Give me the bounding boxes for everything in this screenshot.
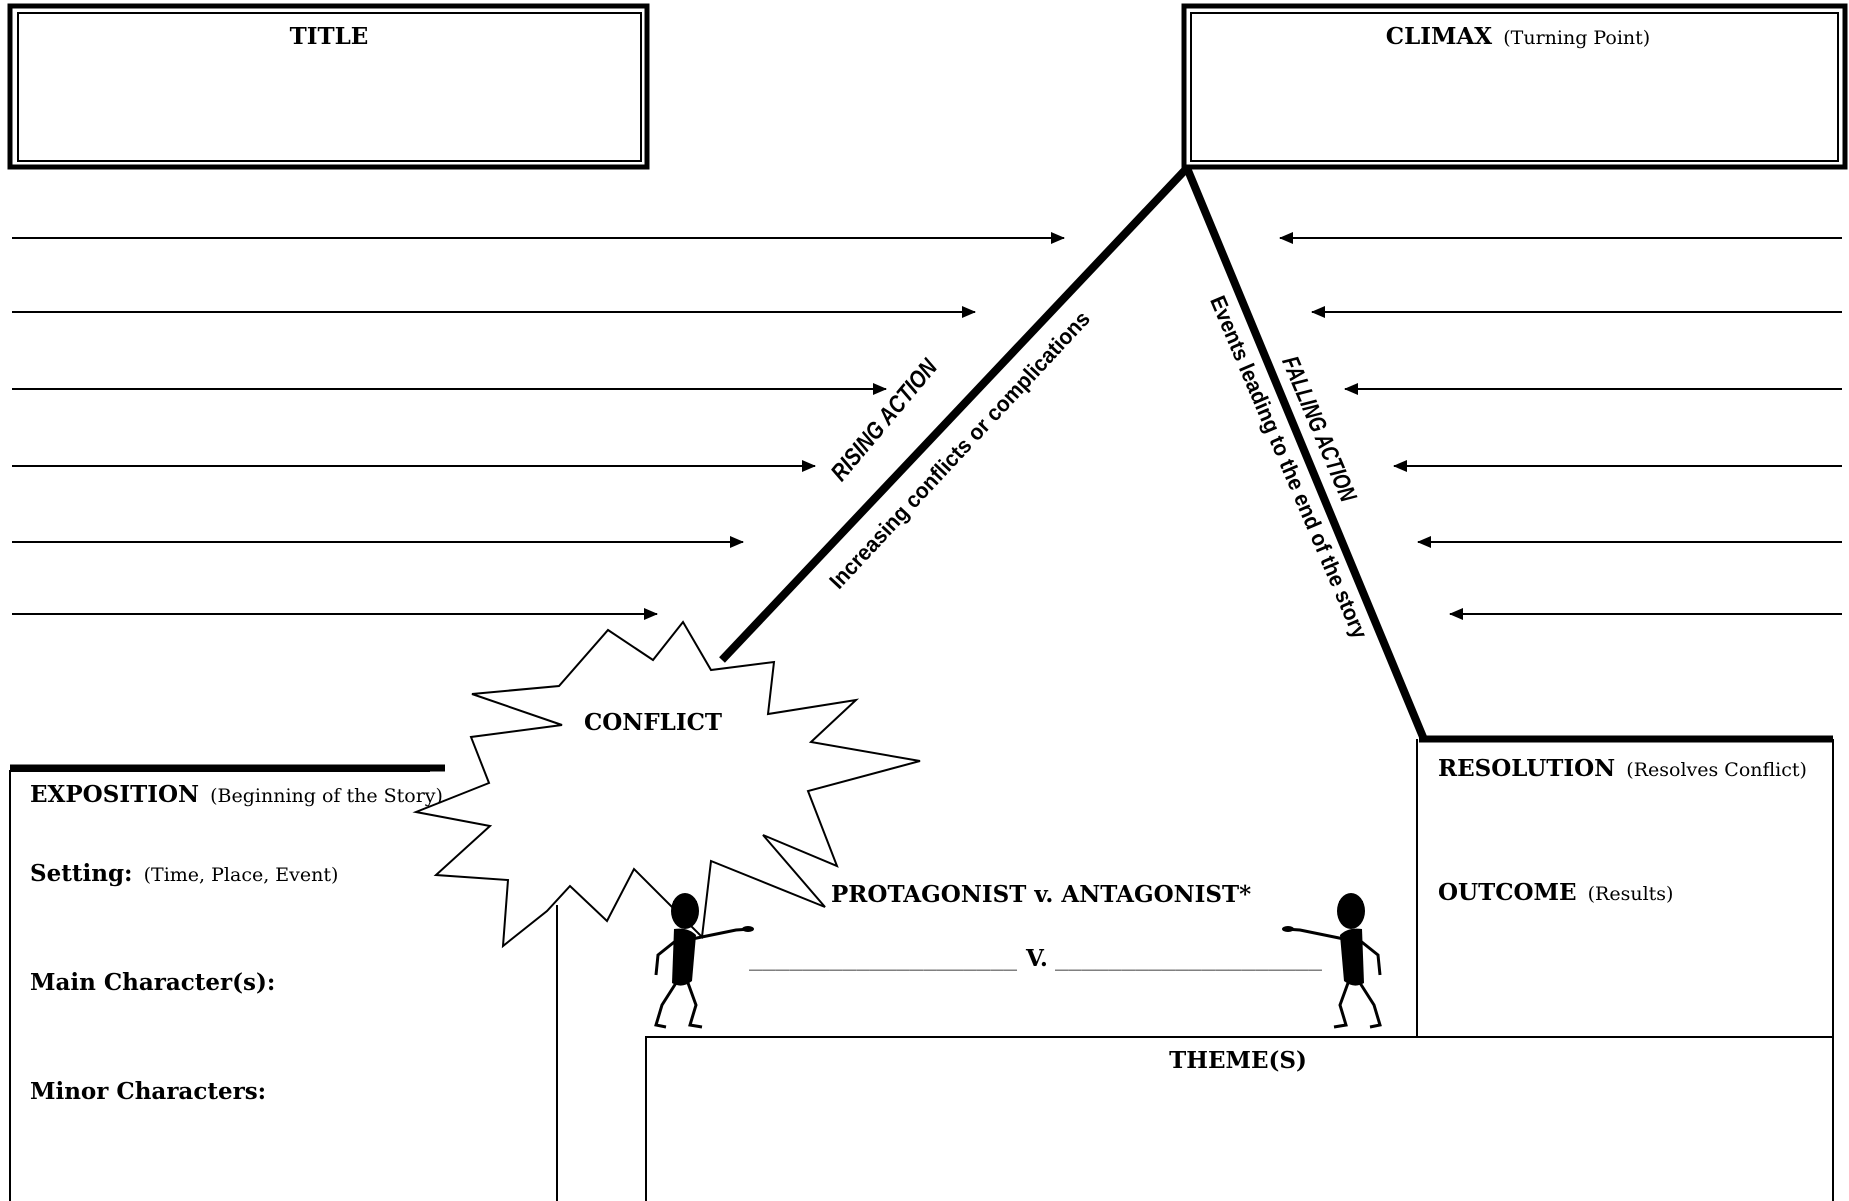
falling-action-plot-line [1183, 166, 1427, 739]
versus-label: V. [1025, 945, 1048, 972]
rising-action-label: RISING ACTION [826, 354, 943, 487]
exposition-sublabel: (Beginning of the Story) [210, 785, 443, 807]
title-box[interactable]: TITLE [7, 3, 650, 170]
exposition-label: EXPOSITION [30, 781, 199, 808]
theme-box[interactable]: THEME(S) [645, 1036, 1833, 1201]
rising-action-lines [12, 232, 1065, 620]
svg-text:RESOLUTION (Resolves Con: RESOLUTION (Resolves Conflict) [1438, 755, 1807, 782]
climax-label: CLIMAX [1386, 23, 1493, 50]
minor-characters-label: Minor Characters: [30, 1078, 266, 1105]
svg-text:CLIMAX (Turning Point): CLIMAX (Turning Point) [1386, 23, 1650, 50]
resolution-sublabel: (Resolves Conflict) [1626, 759, 1807, 781]
theme-label: THEME(S) [1169, 1047, 1307, 1074]
climax-box[interactable]: CLIMAX (Turning Point) [1181, 3, 1848, 170]
title-label: TITLE [290, 23, 369, 50]
outcome-label: OUTCOME [1438, 879, 1577, 906]
resolution-label: RESOLUTION [1438, 755, 1615, 782]
falling-action-lines [1279, 232, 1842, 620]
conflict-label: CONFLICT [584, 709, 722, 736]
exposition-box[interactable]: EXPOSITION (Beginning of the Story) Sett… [9, 764, 558, 1201]
resolution-box[interactable]: RESOLUTION (Resolves Conflict) OUTCOME (… [1416, 735, 1834, 1201]
main-characters-label: Main Character(s): [30, 969, 275, 996]
setting-sublabel: (Time, Place, Event) [144, 864, 339, 886]
right-figure-icon [1282, 893, 1382, 1029]
rising-action-plot-line [719, 165, 1190, 663]
protagonist-antagonist-section: PROTAGONIST v. ANTAGONIST* _____________… [749, 881, 1322, 972]
setting-label: Setting: [30, 860, 133, 887]
left-figure-icon [654, 893, 754, 1029]
svg-text:OUTCOME (Results): OUTCOME (Results) [1438, 879, 1673, 906]
protagonist-blank[interactable]: ____________________ [749, 947, 1017, 971]
svg-text:Setting: (Time, Place, E: Setting: (Time, Place, Event) [30, 860, 338, 887]
antagonist-blank[interactable]: ____________________ [1055, 947, 1322, 971]
protagonist-antagonist-label: PROTAGONIST v. ANTAGONIST* [831, 881, 1251, 908]
conflict-starburst[interactable]: CONFLICT [412, 620, 921, 949]
climax-sublabel: (Turning Point) [1503, 27, 1650, 49]
svg-text:EXPOSITION (Beginning of: EXPOSITION (Beginning of the Story) [30, 781, 443, 808]
outcome-sublabel: (Results) [1588, 883, 1674, 905]
